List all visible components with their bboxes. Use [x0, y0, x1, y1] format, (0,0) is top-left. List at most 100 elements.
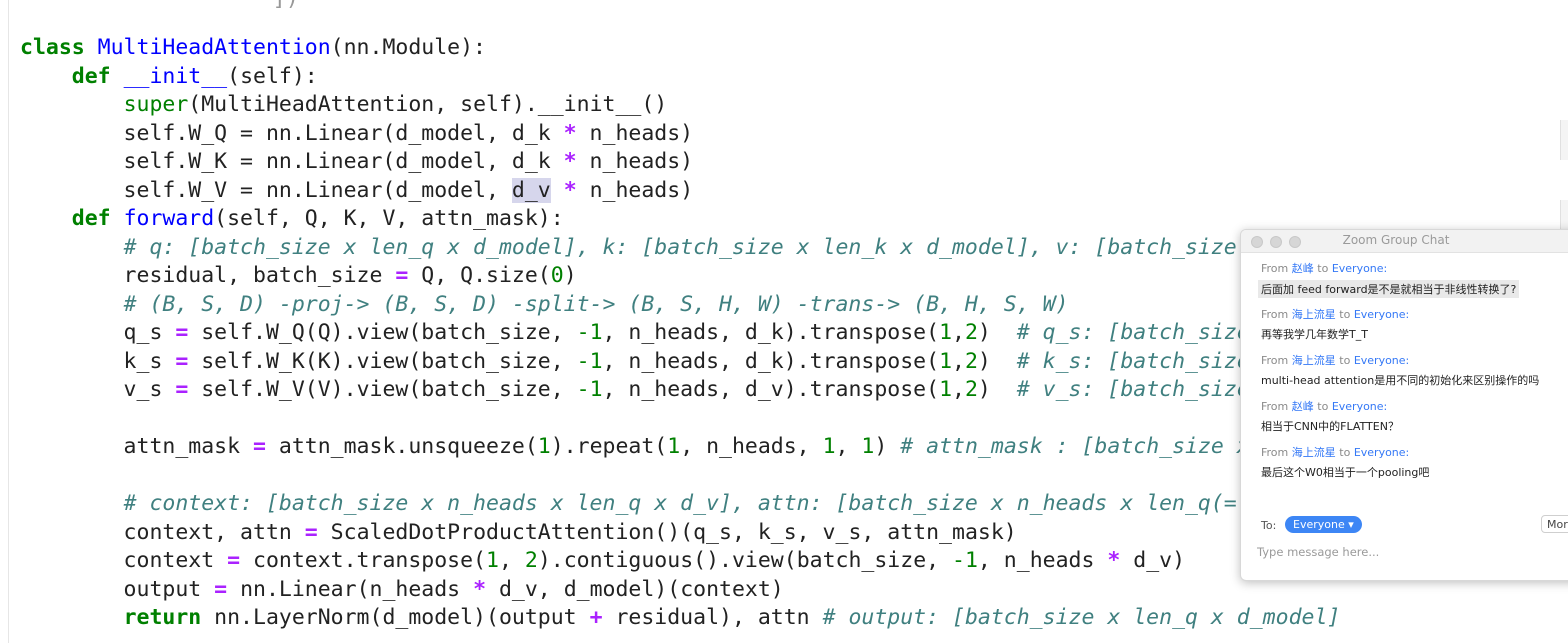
sender-name[interactable]: 赵峰 [1291, 400, 1314, 413]
code-token: n_heads) [576, 149, 694, 174]
code-line[interactable]: output = nn.Linear(n_heads * d_v, d_mode… [20, 576, 784, 604]
message-text: 相当于CNN中的FLATTEN？ [1261, 420, 1399, 433]
right-panel-strip [1560, 200, 1568, 240]
maximize-window-icon[interactable] [1289, 236, 1301, 248]
chat-titlebar[interactable]: Zoom Group Chat [1241, 230, 1568, 253]
code-token: Q, Q.size( [408, 263, 551, 288]
right-panel-strip [1560, 120, 1568, 160]
code-token: nn.LayerNorm(d_model)(output [214, 605, 590, 630]
more-button[interactable]: More [1541, 515, 1568, 533]
message-header: From 赵峰 to Everyone: [1261, 398, 1568, 414]
code-token: (MultiHeadAttention, self).__init__() [188, 92, 668, 117]
chat-message[interactable]: From 海上流星 to Everyone: 最后这个W0相当于一个pooling… [1261, 444, 1568, 480]
code-line[interactable]: self.W_Q = nn.Linear(d_model, d_k * n_he… [20, 120, 694, 148]
message-text: 最后这个W0相当于一个pooling吧 [1261, 466, 1430, 479]
to-label: To: [1261, 519, 1277, 532]
chat-message-input[interactable] [1255, 540, 1559, 564]
code-token: d_v [511, 177, 551, 203]
chat-message[interactable]: From 海上流星 to Everyone: 再等我学几年数学T_T [1261, 306, 1568, 342]
code-token: , n_heads, d_v).transpose( [602, 377, 940, 402]
code-token: 1 [939, 348, 953, 374]
code-line[interactable]: self.W_K = nn.Linear(d_model, d_k * n_he… [20, 148, 694, 176]
code-token: , n_heads, d_k).transpose( [602, 320, 940, 345]
chat-message[interactable]: From 赵峰 to Everyone: 相当于CNN中的FLATTEN？ [1261, 398, 1568, 434]
from-label: From [1261, 446, 1289, 459]
message-text: multi-head attention是用不同的初始化来区别操作的吗 [1261, 374, 1540, 387]
code-token: context.transpose( [240, 548, 487, 573]
code-token: -1 [576, 348, 603, 374]
code-line[interactable]: residual, batch_size = Q, Q.size(0) [20, 262, 577, 290]
code-token: 2 [964, 348, 978, 374]
code-token: 1 [861, 434, 875, 459]
to-word: to [1339, 308, 1351, 321]
code-token: = [175, 320, 189, 345]
to-word: to [1317, 400, 1329, 413]
code-token: , [835, 434, 862, 459]
code-token: , [952, 348, 965, 374]
code-token: ) [563, 263, 577, 288]
code-token: self.W_K(K).view(batch_size, [188, 348, 577, 374]
code-token: 1 [486, 548, 499, 573]
code-line[interactable]: def __init__(self): [20, 63, 318, 91]
code-line[interactable]: super(MultiHeadAttention, self).__init__… [20, 91, 668, 119]
code-token: super [123, 92, 189, 117]
recipient-name: Everyone: [1353, 308, 1410, 321]
code-line[interactable]: # (B, S, D) -proj-> (B, S, D) -split-> (… [20, 291, 1069, 319]
code-token: output [20, 576, 215, 602]
code-token: self.W_K = nn.Linear(d_model, d_k [20, 149, 564, 174]
chat-message[interactable]: From 赵峰 to Everyone:后面加 feed forward是不是就… [1258, 260, 1568, 298]
code-token [20, 292, 124, 317]
sender-name[interactable]: 赵峰 [1291, 262, 1314, 275]
sender-name[interactable]: 海上流星 [1291, 354, 1336, 367]
code-token: = [253, 434, 266, 459]
code-token: ) [874, 434, 901, 459]
message-header: From 海上流星 to Everyone: [1261, 444, 1568, 460]
code-token: 2 [964, 320, 978, 345]
code-token: n_heads) [576, 177, 694, 203]
code-token: (nn.Module): [330, 35, 487, 60]
sender-name[interactable]: 海上流星 [1291, 308, 1336, 321]
from-label: From [1261, 308, 1289, 321]
code-line[interactable]: context = context.transpose(1, 2).contig… [20, 547, 1186, 575]
code-token: attn_mask.unsqueeze( [265, 434, 538, 459]
code-token: 1 [667, 434, 681, 459]
code-line[interactable]: def forward(self, Q, K, V, attn_mask): [20, 205, 564, 233]
code-line[interactable]: context, attn = ScaledDotProductAttentio… [20, 519, 1017, 547]
code-token: n_heads) [576, 120, 694, 146]
code-token: , [498, 548, 525, 573]
code-line[interactable]: class MultiHeadAttention(nn.Module): [20, 34, 486, 62]
recipient-name: Everyone: [1331, 262, 1388, 275]
code-token: * [563, 120, 577, 146]
chat-message[interactable]: From 海上流星 to Everyone:multi-head attenti… [1261, 352, 1568, 388]
code-line[interactable]: return nn.LayerNorm(d_model)(output + re… [20, 604, 1341, 632]
message-header: From 海上流星 to Everyone: [1261, 306, 1568, 322]
code-token: = [304, 519, 318, 545]
code-token: 1 [939, 320, 953, 345]
code-token: = [395, 263, 409, 288]
from-label: From [1261, 400, 1289, 413]
code-token: q_s [20, 320, 176, 345]
recipient-dropdown-button[interactable]: Everyone ▾ [1285, 516, 1362, 533]
code-token: ScaledDotProductAttention()(q_s, k_s, v_… [317, 519, 1017, 545]
code-token: MultiHeadAttention [97, 35, 331, 60]
message-text: 再等我学几年数学T_T [1261, 328, 1368, 341]
sender-name[interactable]: 海上流星 [1291, 446, 1336, 459]
code-line[interactable]: self.W_V = nn.Linear(d_model, d_v * n_he… [20, 177, 693, 205]
recipient-name: Everyone: [1353, 446, 1410, 459]
code-token: residual, batch_size [20, 263, 396, 288]
from-label: From [1261, 262, 1289, 275]
code-token: self.W_V(V).view(batch_size, [188, 377, 577, 402]
close-window-icon[interactable] [1251, 236, 1263, 248]
code-token: 2 [524, 548, 538, 573]
chat-title: Zoom Group Chat [1342, 233, 1450, 247]
to-word: to [1339, 354, 1351, 367]
code-token [551, 178, 564, 203]
code-token [20, 206, 72, 231]
code-token: * [563, 149, 577, 174]
code-token: (self, Q, K, V, attn_mask): [214, 206, 564, 231]
code-token: , [952, 377, 965, 402]
minimize-window-icon[interactable] [1270, 236, 1282, 248]
zoom-group-chat-window[interactable]: Zoom Group Chat From 赵峰 to Everyone:后面加 … [1240, 229, 1568, 581]
code-token: + [589, 605, 603, 630]
code-token [20, 235, 124, 260]
